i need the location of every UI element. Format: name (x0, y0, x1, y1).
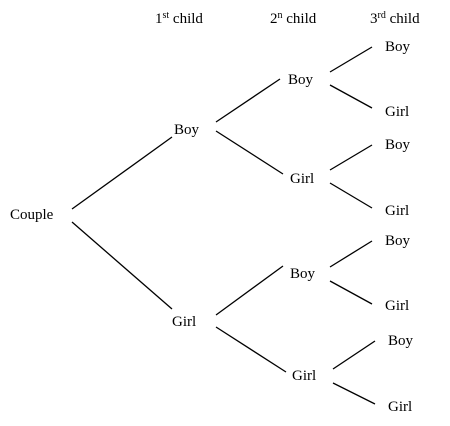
edge-couple-girl (71, 221, 173, 310)
node-l3-boy-1: Boy (385, 39, 411, 55)
edge-boy-boy (215, 78, 281, 123)
edge-gb-boy (329, 240, 373, 268)
edge-bb-girl (329, 84, 373, 109)
node-l3-girl-4: Girl (388, 399, 412, 415)
node-l3-boy-4: Boy (388, 333, 414, 349)
node-l1-boy: Boy (174, 122, 200, 138)
edge-gb-girl (329, 280, 373, 305)
node-l3-girl-2: Girl (385, 203, 409, 219)
node-l3-boy-2: Boy (385, 137, 411, 153)
edge-boy-girl (215, 130, 284, 175)
header-first-child: 1st child (155, 10, 203, 27)
edge-bb-boy (329, 46, 373, 73)
node-l2-boy-1: Boy (288, 72, 314, 88)
edge-gg-girl (332, 382, 376, 405)
node-l2-girl-1: Girl (290, 171, 314, 187)
header-third-child: 3rd child (370, 10, 420, 27)
edge-girl-girl (215, 326, 287, 373)
node-l3-boy-3: Boy (385, 233, 411, 249)
edge-bg-boy (329, 144, 373, 171)
node-couple: Couple (10, 207, 54, 223)
edge-girl-boy (215, 265, 284, 316)
node-l3-girl-1: Girl (385, 104, 409, 120)
node-l2-girl-2: Girl (292, 368, 316, 384)
node-l1-girl: Girl (172, 314, 196, 330)
edge-bg-girl (329, 182, 373, 209)
node-l3-girl-3: Girl (385, 298, 409, 314)
edge-couple-boy (71, 136, 173, 210)
node-l2-boy-2: Boy (290, 266, 316, 282)
edge-gg-boy (332, 340, 376, 370)
header-second-child: 2n child (270, 10, 317, 27)
